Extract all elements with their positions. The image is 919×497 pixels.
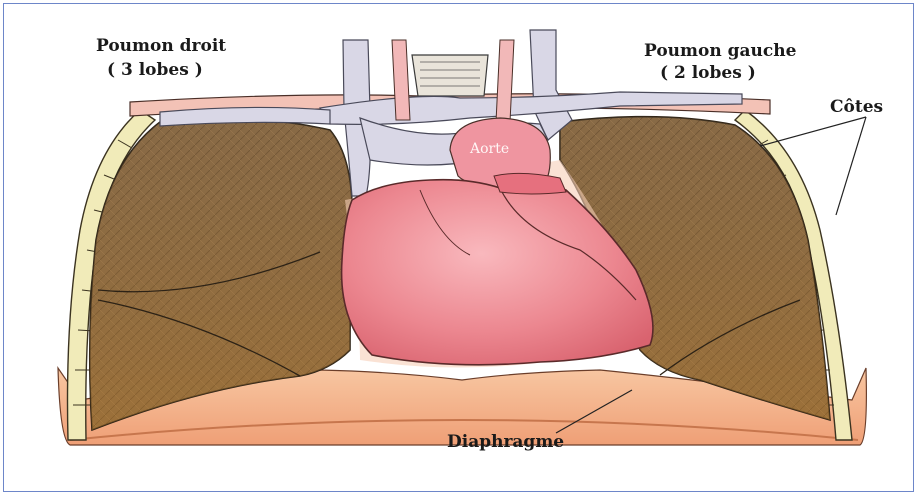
left-lung-lobes-label: ( 2 lobes ) [660, 63, 756, 83]
left-lung-label: Poumon gauche [644, 41, 796, 61]
aorta-label: Aorte [470, 141, 509, 157]
diaphragm-label: Diaphragme [447, 432, 564, 452]
trachea [412, 55, 488, 96]
right-lung-label: Poumon droit [96, 36, 226, 56]
right-lung-lobes-label: ( 3 lobes ) [107, 60, 203, 80]
ribs-label: Côtes [830, 97, 883, 117]
